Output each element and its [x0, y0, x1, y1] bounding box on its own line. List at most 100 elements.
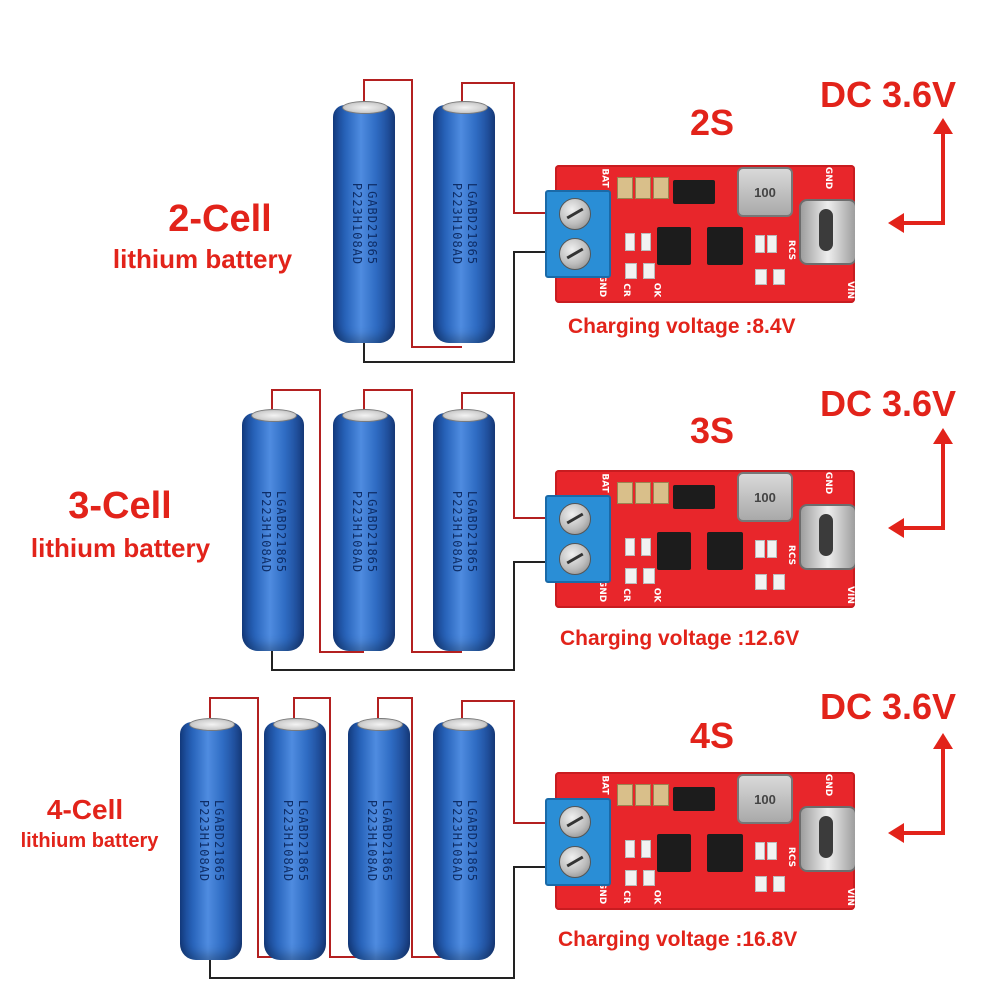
dc-input-label: DC 3.6V [820, 383, 957, 424]
dc-arrow-head-up [933, 733, 953, 749]
diode-chip [673, 485, 715, 509]
silk-gnd: GND [597, 579, 608, 603]
resistor [767, 235, 777, 253]
led [643, 568, 655, 584]
series-label: 4S [690, 715, 735, 756]
series-link-wire [363, 389, 462, 653]
charging-voltage-label: Charging voltage :12.6V [560, 627, 800, 650]
dc-arrow-head-left [888, 518, 904, 538]
resistor [755, 540, 765, 558]
silk-cr: CR [620, 890, 631, 904]
resistor [755, 842, 765, 860]
cell-count-title: 4-Cell [46, 794, 124, 825]
row-4s-wires [209, 697, 953, 979]
silk-vin: VIN [844, 586, 855, 604]
led [643, 263, 655, 279]
dc-arrow-head-left [888, 213, 904, 233]
silk-gnd: GND [597, 274, 608, 298]
usb-c-port [799, 806, 855, 872]
battery-cap [342, 101, 388, 114]
led [625, 263, 637, 279]
capacitor [617, 177, 633, 199]
dc-arrow-head-left [888, 823, 904, 843]
diode-chip [673, 180, 715, 204]
negative-wire [363, 251, 552, 363]
row-3s-wires [271, 389, 953, 671]
dc-arrow-head-up [933, 118, 953, 134]
negative-wire [209, 866, 552, 979]
series-link-wire [363, 79, 462, 348]
resistor [641, 538, 651, 556]
positive-wire [461, 392, 552, 519]
negative-wire [271, 561, 552, 671]
silk-bat: BAT [599, 168, 610, 188]
capacitor [653, 784, 669, 806]
capacitor [653, 177, 669, 199]
silk-ok: OK [651, 889, 662, 905]
diode-chip [673, 787, 715, 811]
capacitor [617, 784, 633, 806]
battery-cap [273, 718, 319, 731]
row-2s-wires [363, 79, 953, 363]
silk-vin: VIN [844, 281, 855, 299]
capacitor [635, 784, 651, 806]
battery-cap [442, 409, 488, 422]
series-link-wire [293, 697, 378, 958]
screw [559, 806, 591, 838]
silk-rcs: RCS [786, 846, 797, 868]
silk-gnd-top: GND [823, 471, 834, 495]
screw-terminal [545, 798, 611, 886]
dc-input-arrow [895, 125, 945, 225]
battery-cap [442, 101, 488, 114]
resistor [767, 842, 777, 860]
silk-vin: VIN [844, 888, 855, 906]
battery-cap [342, 409, 388, 422]
silk-bat: BAT [599, 473, 610, 493]
capacitor [635, 482, 651, 504]
series-link-wire [271, 389, 364, 653]
silk-bat: BAT [599, 775, 610, 795]
screw-terminal [545, 190, 611, 278]
resistor [755, 269, 767, 285]
resistor [767, 540, 777, 558]
controller-chip [657, 227, 691, 265]
led [643, 870, 655, 886]
inductor: 100 [737, 167, 793, 217]
resistor [773, 876, 785, 892]
dc-arrow-head-up [933, 428, 953, 444]
resistor [625, 840, 635, 858]
battery-cap [189, 718, 235, 731]
charging-voltage-label: Charging voltage :16.8V [558, 928, 798, 951]
screw [559, 846, 591, 878]
capacitor [635, 177, 651, 199]
led [625, 568, 637, 584]
resistor [625, 538, 635, 556]
screw [559, 543, 591, 575]
controller-chip [657, 532, 691, 570]
cell-count-title: 3-Cell [68, 485, 172, 527]
capacitor [617, 482, 633, 504]
cell-count-title: 2-Cell [168, 198, 272, 240]
screw [559, 503, 591, 535]
mosfet-chip [707, 227, 743, 265]
dc-input-arrow [895, 740, 945, 835]
resistor [755, 235, 765, 253]
silk-cr: CR [620, 283, 631, 297]
